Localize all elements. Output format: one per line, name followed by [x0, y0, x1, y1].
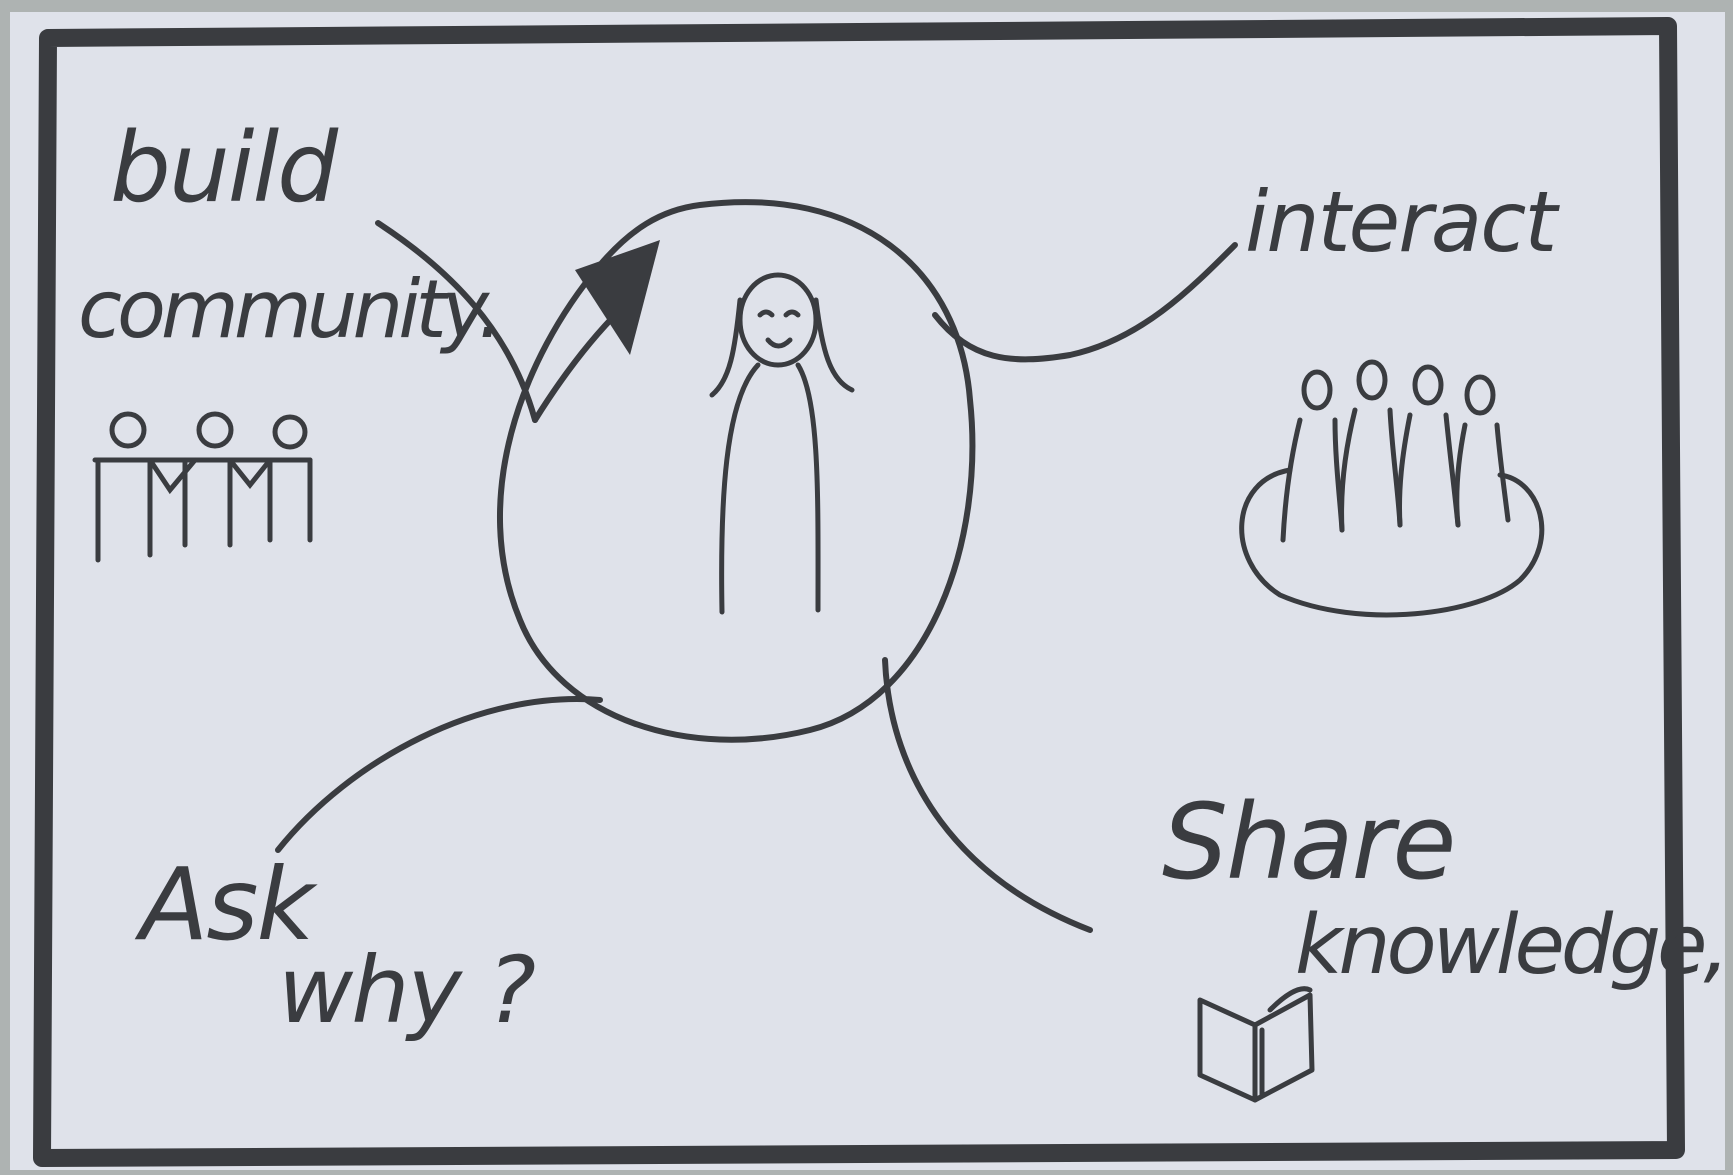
connector-share-knowledge	[882, 657, 1093, 933]
label-ask: Ask	[140, 846, 314, 963]
paper-border	[33, 17, 1685, 1167]
label-share: Share	[1162, 781, 1456, 903]
connector-interact	[932, 242, 1238, 363]
label-interact: interact	[1245, 173, 1557, 271]
connector-ask-why	[275, 696, 603, 853]
paper-sheet	[10, 12, 1725, 1170]
arrow-head-icon	[575, 240, 660, 355]
arrow-shaft	[532, 307, 623, 423]
open-book-icon	[1197, 986, 1315, 1103]
center-circle	[497, 199, 976, 743]
label-community: community.	[78, 263, 503, 356]
label-knowledge: knowledge,	[1295, 898, 1730, 993]
woman-figure-icon	[709, 272, 855, 615]
label-why: why ?	[278, 937, 536, 1044]
community-group-icon	[92, 411, 313, 563]
audience-group-icon	[1239, 359, 1545, 618]
label-build: build	[110, 112, 338, 224]
connector-build-community	[375, 220, 538, 423]
